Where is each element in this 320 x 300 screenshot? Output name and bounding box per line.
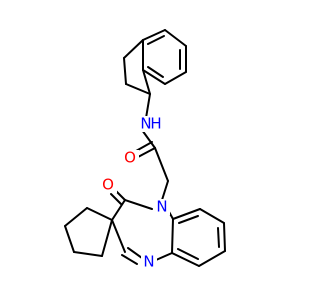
amide-carbonyl-double-bond [135,141,156,158]
fused-benzene-ring [171,208,226,267]
indane-cyclopentane-ring [123,39,151,95]
amide-oxygen-label: O [124,149,136,167]
atom-labels: N H O N O N [99,115,170,271]
ring-nitrogen-label: N [156,198,167,216]
nh-to-carbonyl-bond [141,129,156,149]
indane-to-nh-bond [145,93,151,119]
ring-ketone-oxygen-label: O [102,176,114,194]
carbonyl-to-ch2-bond [154,147,169,182]
amide-nitrogen-h-label: H [150,115,161,133]
molecule-canvas: N H O N O N [64,29,226,271]
ch2-to-ring-n-bond [161,180,169,201]
diazepine-ring [111,199,174,265]
amide-nitrogen-label: N [140,115,151,133]
molecule-structure: N H O N O N [64,29,226,271]
indane-benzene-ring [142,29,187,85]
fused-cyclopentane-ring [64,207,113,257]
ring-imine-nitrogen-label: N [143,253,154,271]
